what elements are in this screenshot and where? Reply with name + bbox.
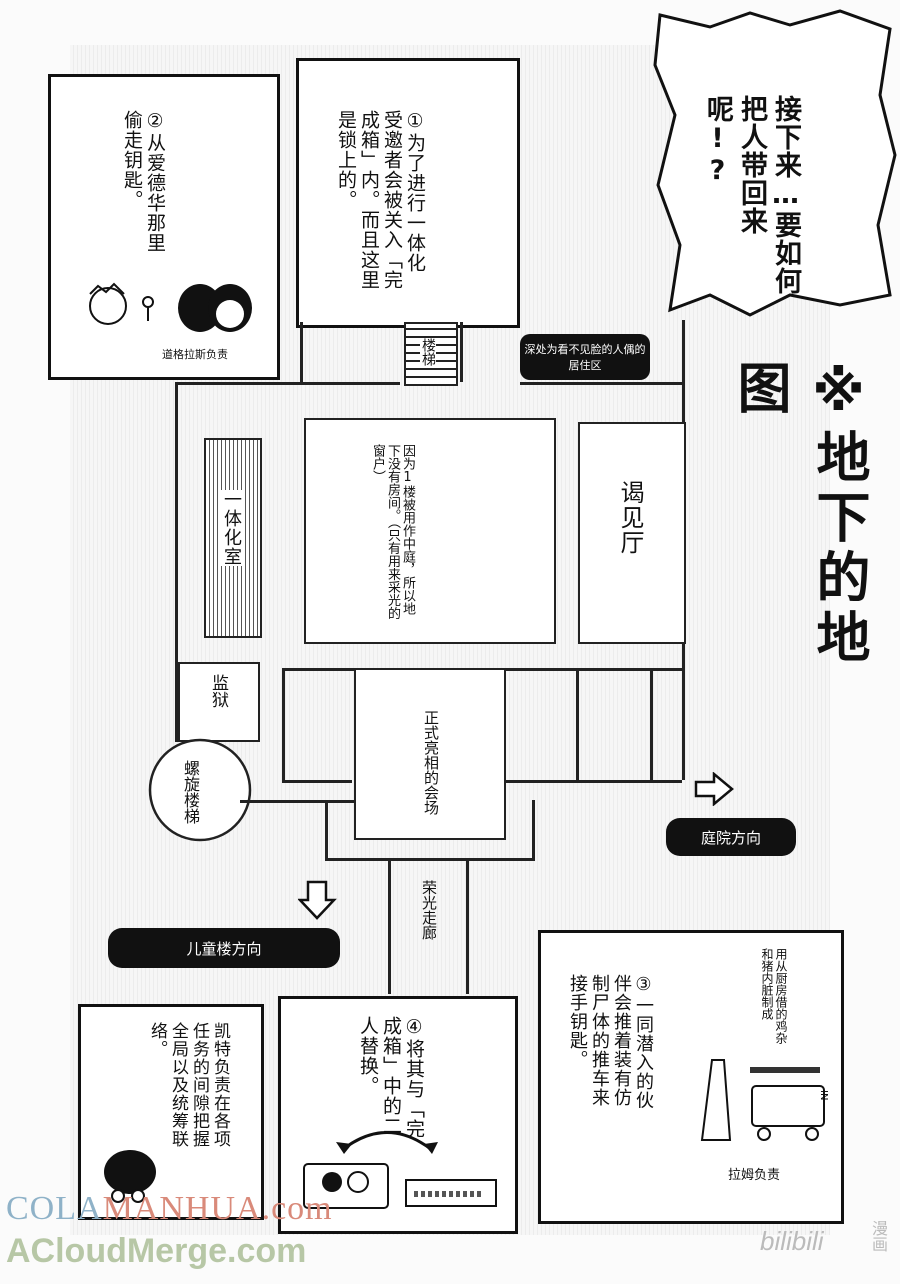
watermark-manhua: MANHUA.com [102,1190,333,1227]
cart-box-icon [303,1163,389,1209]
ram-pushing-cart-icon [700,1059,825,1141]
watermark-cola: COLA [6,1190,103,1227]
spiral-stairs [148,738,252,842]
note-2-text: ②从爱德华那里偷走钥匙。 [121,110,166,253]
twins-face-icon [178,284,252,332]
prison [178,662,260,742]
spiral-label: 螺旋楼梯 [181,760,200,824]
note-4-text: ④将其与「完成箱」中的二人替换。 [357,1016,425,1139]
speech-text: 接下来…要如何把人带回来呢!? [702,95,801,295]
map-wall [325,800,328,860]
map-wall [650,668,653,780]
watermark-acloudmerge: ACloudMerge.com [6,1232,307,1270]
speech-balloon [653,9,897,317]
map-wall [502,780,682,783]
map-wall [175,382,300,385]
map-wall [520,382,682,385]
glory-corridor-label: 荣光走廊 [420,880,438,940]
map-wall [282,668,285,780]
note-box-2 [48,74,280,380]
map-wall [240,800,355,803]
in-label: IN [818,1090,829,1101]
map-wall [532,800,535,860]
debut-hall [354,668,506,840]
note-box-3 [538,930,844,1224]
bilibili-logo: bilibili [760,1226,824,1256]
map-wall [466,858,469,994]
audience-hall-label: 谒见厅 [616,480,644,555]
prison-label: 监狱 [208,674,228,708]
map-wall [388,858,391,994]
unify-room-label: 一体化室 [220,490,243,566]
map-wall [300,322,303,382]
note-1-text: ①为了进行一体化受邀者会被关入「完成箱」内。而且这里是锁上的。 [335,110,426,290]
map-wall [175,382,178,742]
map-wall [576,668,579,780]
note-3-caption: 拉姆负责 [727,1168,780,1183]
map-wall [325,858,535,861]
swap-arrow-icon [336,1131,438,1154]
douglas-face-icon [89,282,127,325]
arrow-right-icon [694,772,734,806]
children-direction: 儿童楼方向 [108,928,340,968]
note-2-caption: 道格拉斯负责 [162,348,228,361]
stairs-top-label: 楼梯 [420,338,436,366]
map-wall [460,322,463,382]
arrow-down-icon [298,880,337,920]
debut-hall-label: 正式亮相的会场 [422,710,440,815]
watermark-colamanhua: COLAMANHUA.com [6,1190,333,1228]
map-title: ※地下的地图 [728,360,870,669]
fake-corpse-box-icon [405,1179,497,1207]
note-box-1 [296,58,520,328]
note-3-side: 用从厨房借的鸡杂和猪内脏制成 [760,948,788,1044]
map-wall [282,780,352,783]
audience-hall [578,422,686,644]
courtyard-label: 因为1楼被用作中庭，所以地下没有房间。（只有用来采光的窗户） [370,444,415,620]
garden-direction: 庭院方向 [666,818,796,856]
kate-figure-icon [104,1150,156,1203]
note-3-text: ③一同潜入的伙伴会推着装有仿制尸体的推车来接手钥匙。 [567,974,654,1110]
key-icon [142,296,154,321]
map-wall [300,382,400,385]
courtyard [304,418,556,644]
note-5-text: 凯特负责在各项任务的间隙把握全局以及统筹联络。 [147,1022,230,1148]
bilibili-manhua-logo: 漫画 [869,1220,888,1252]
doll-area-label: 深处为看不见脸的人偶的居住区 [520,334,650,380]
